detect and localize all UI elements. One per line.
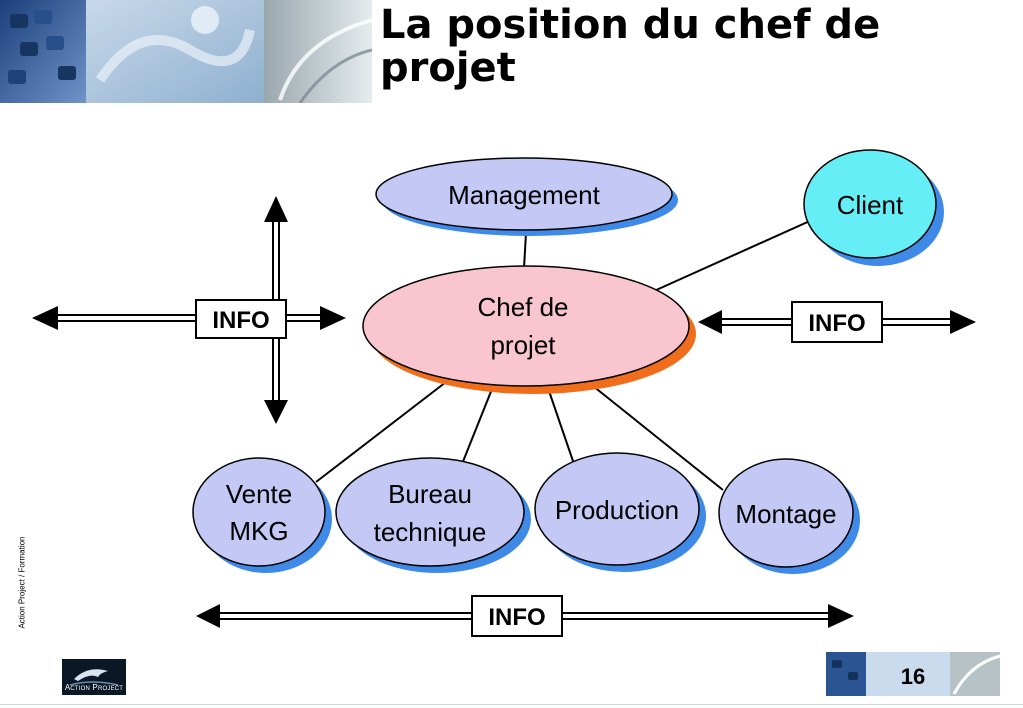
arrow-left-icon [32,306,58,330]
info-label-bottom: INFO [488,604,545,631]
vente-label-line1: Vente [226,479,293,509]
arrow-right-icon [320,306,346,330]
bureau-technique-node: Bureau technique [335,457,531,573]
connector-management-chef [523,232,527,269]
bureau-label-line2: technique [374,517,487,547]
arrow-down-icon [264,400,288,424]
arrow-right-icon [950,310,976,334]
vente-label-line2: MKG [229,516,288,546]
connector-chef-production [548,390,575,465]
logo-text: Action Project [64,683,124,692]
bottom-divider [0,704,1023,705]
bottom-info-arrow: INFO [196,595,854,637]
arrow-up-icon [264,196,288,222]
right-info-arrows: INFO [698,301,976,343]
side-credit: Action Project / Formation [17,536,27,629]
left-info-arrows: INFO [32,196,346,424]
dolphin-icon [69,669,119,686]
arrow-left-icon [196,604,220,628]
production-node: Production [534,452,706,572]
connector-chef-bureau [461,388,493,465]
info-label-right: INFO [808,310,865,337]
production-label: Production [555,495,679,525]
connector-chef-client [653,219,813,292]
chef-label-line2: projet [490,330,556,360]
company-logo: Action Project [62,659,126,695]
chef-de-projet-node: Chef de projet [362,265,696,394]
montage-node: Montage [718,458,860,574]
arrow-left-icon [698,310,722,334]
info-label-left: INFO [212,307,269,334]
client-label: Client [837,190,904,220]
header-banner-image [0,0,372,103]
connector-chef-vente [315,381,447,483]
chef-label-line1: Chef de [477,292,568,322]
montage-label: Montage [735,499,836,529]
page-title: La position du chef de projet [380,2,881,91]
vente-mkg-node: Vente MKG [192,457,332,573]
connector-chef-montage [592,385,724,491]
management-node: Management [375,157,678,236]
page-number: 16 [900,664,926,689]
management-label: Management [448,180,601,210]
client-node: Client [803,149,944,266]
footer-banner-image [826,652,1001,696]
bureau-label-line1: Bureau [388,479,472,509]
arrow-right-icon [828,604,854,628]
